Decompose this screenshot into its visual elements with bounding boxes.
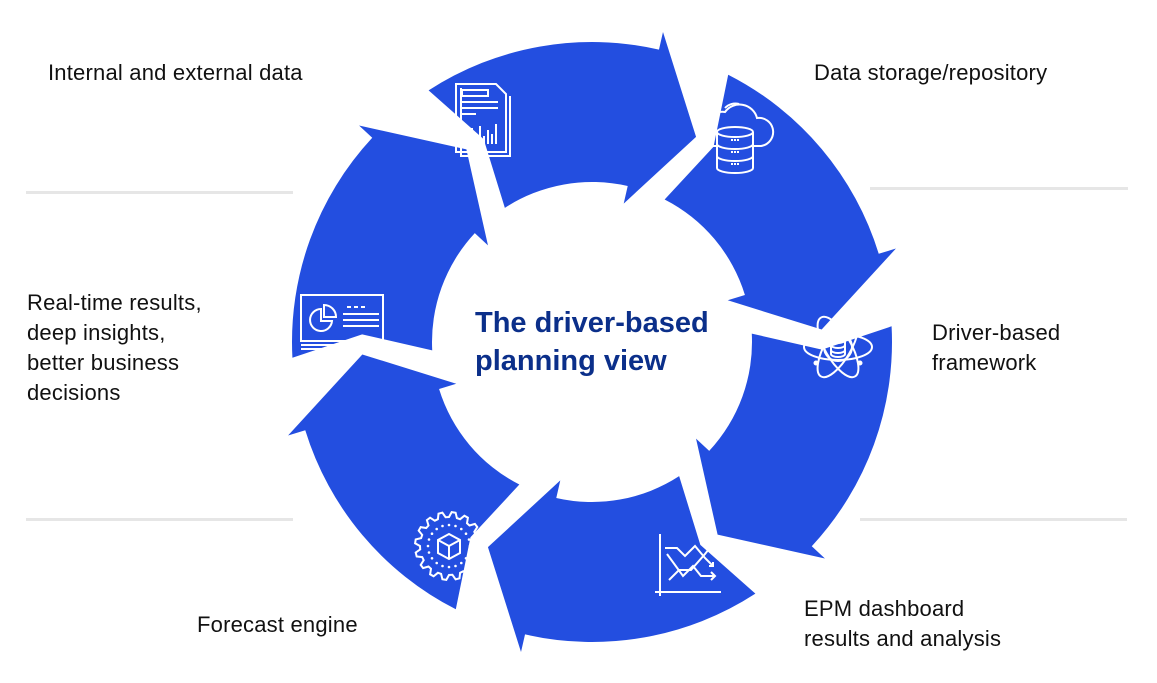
dashboard-pie-icon <box>299 293 385 351</box>
step-label-data-storage: Data storage/repository <box>814 60 1048 85</box>
step-label-real-time-results: Real-time results, deep insights, better… <box>27 290 202 405</box>
arrow-epm-dashboard <box>487 476 756 652</box>
divider-right-bottom <box>860 518 1127 521</box>
step-label-forecast-engine: Forecast engine <box>197 612 358 637</box>
step-label-driver-based-framework: Driver-based framework <box>932 320 1061 375</box>
document-chart-icon <box>452 80 514 158</box>
divider-left-bottom <box>26 518 293 521</box>
arrow-forecast-engine <box>288 354 520 610</box>
trend-chart-icon <box>655 532 725 598</box>
arrow-real-time-results <box>292 125 488 358</box>
step-label-internal-external-data: Internal and external data <box>48 60 303 85</box>
cloud-database-icon <box>695 98 775 174</box>
atom-database-icon <box>802 311 874 383</box>
divider-left-top <box>26 191 293 194</box>
arrow-internal-data <box>428 32 697 208</box>
gear-cube-icon <box>413 510 485 582</box>
divider-right-top <box>870 187 1128 190</box>
arrow-driver-framework <box>696 326 892 559</box>
diagram-title: The driver-based planning view <box>475 307 709 377</box>
step-label-epm-dashboard: EPM dashboard results and analysis <box>804 596 1002 651</box>
arrow-data-storage <box>664 74 896 330</box>
